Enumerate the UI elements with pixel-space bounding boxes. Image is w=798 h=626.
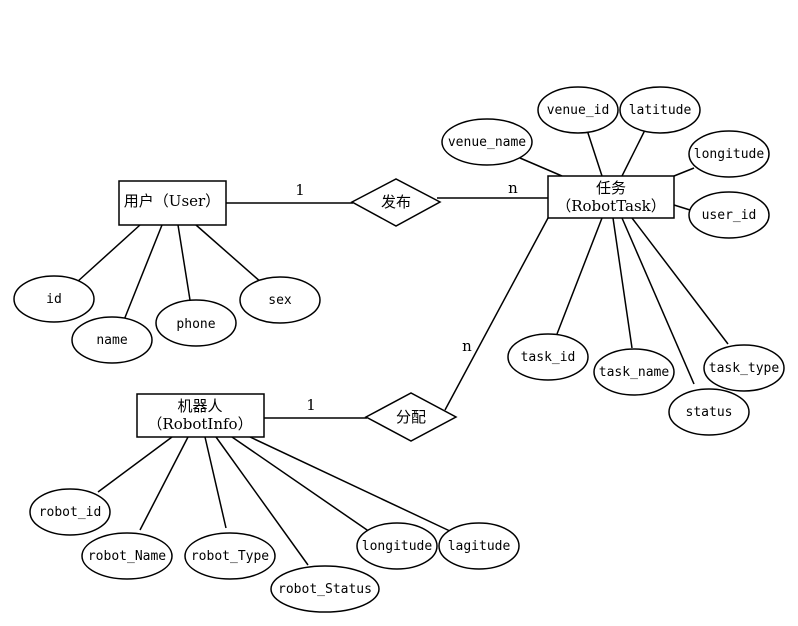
connectors (76, 129, 729, 566)
attribute-label: lagitude (448, 539, 511, 554)
attribute-label: venue_name (448, 135, 526, 150)
entity-user-label: 用户（User） (124, 192, 220, 210)
entity-task-label: 任务 (596, 179, 626, 197)
entity-robot-sublabel: （RobotInfo） (147, 415, 252, 433)
attribute-robot-lagitude: lagitude (438, 522, 520, 570)
attribute-label: robot_Name (88, 549, 166, 564)
attribute-task-status: status (668, 388, 750, 436)
attribute-user-name: name (71, 316, 153, 364)
attribute-label: longitude (694, 147, 765, 162)
attribute-label: robot_Type (191, 549, 269, 564)
attribute-task-task-type: task_type (703, 344, 785, 392)
attribute-task-task-id: task_id (507, 333, 589, 381)
cardinality-robot-assign: 1 (306, 396, 316, 414)
attribute-label: robot_Status (278, 582, 372, 597)
relationship-publish-label: 发布 (381, 193, 411, 211)
attribute-label: sex (268, 293, 292, 308)
relationship-assign: 分配 (364, 392, 458, 442)
attribute-user-sex: sex (239, 276, 321, 324)
attribute-task-venue-id: venue_id (537, 86, 619, 134)
entity-robot: 机器人 （RobotInfo） (136, 393, 265, 438)
attribute-task-task-name: task_name (593, 348, 675, 396)
attribute-label: status (686, 405, 733, 420)
attribute-task-latitude: latitude (619, 86, 701, 134)
attribute-label: id (46, 292, 62, 307)
attribute-label: task_name (599, 365, 670, 380)
attribute-robot-id: robot_id (29, 488, 111, 536)
attribute-label: phone (176, 317, 215, 332)
attribute-label: latitude (629, 103, 692, 118)
cardinality-assign-task: n (462, 337, 472, 355)
relationship-assign-label: 分配 (396, 408, 426, 426)
attribute-robot-longitude: longitude (356, 522, 438, 570)
attribute-robot-name: robot_Name (81, 532, 173, 580)
attribute-robot-status: robot_Status (270, 565, 380, 613)
attribute-user-id: id (13, 275, 95, 323)
attribute-label: robot_id (39, 505, 102, 520)
attribute-task-user-id: user_id (688, 191, 770, 239)
entity-task: 任务 （RobotTask） (547, 175, 675, 219)
attribute-label: name (96, 333, 127, 348)
relationship-publish: 发布 (350, 178, 442, 227)
attribute-label: task_id (521, 350, 576, 365)
entity-task-sublabel: （RobotTask） (556, 197, 666, 215)
attribute-task-venue-name: venue_name (441, 118, 533, 166)
attribute-label: user_id (702, 208, 757, 223)
cardinality-publish-task: n (508, 179, 518, 197)
entity-robot-label: 机器人 (177, 397, 222, 415)
cardinality-user-publish: 1 (295, 181, 305, 199)
attribute-label: venue_id (547, 103, 610, 118)
attribute-label: task_type (709, 361, 780, 376)
entity-user: 用户（User） (118, 180, 227, 226)
attribute-task-longitude: longitude (688, 130, 770, 178)
attribute-robot-type: robot_Type (184, 532, 276, 580)
attribute-label: longitude (362, 539, 433, 554)
attribute-user-phone: phone (155, 299, 237, 347)
